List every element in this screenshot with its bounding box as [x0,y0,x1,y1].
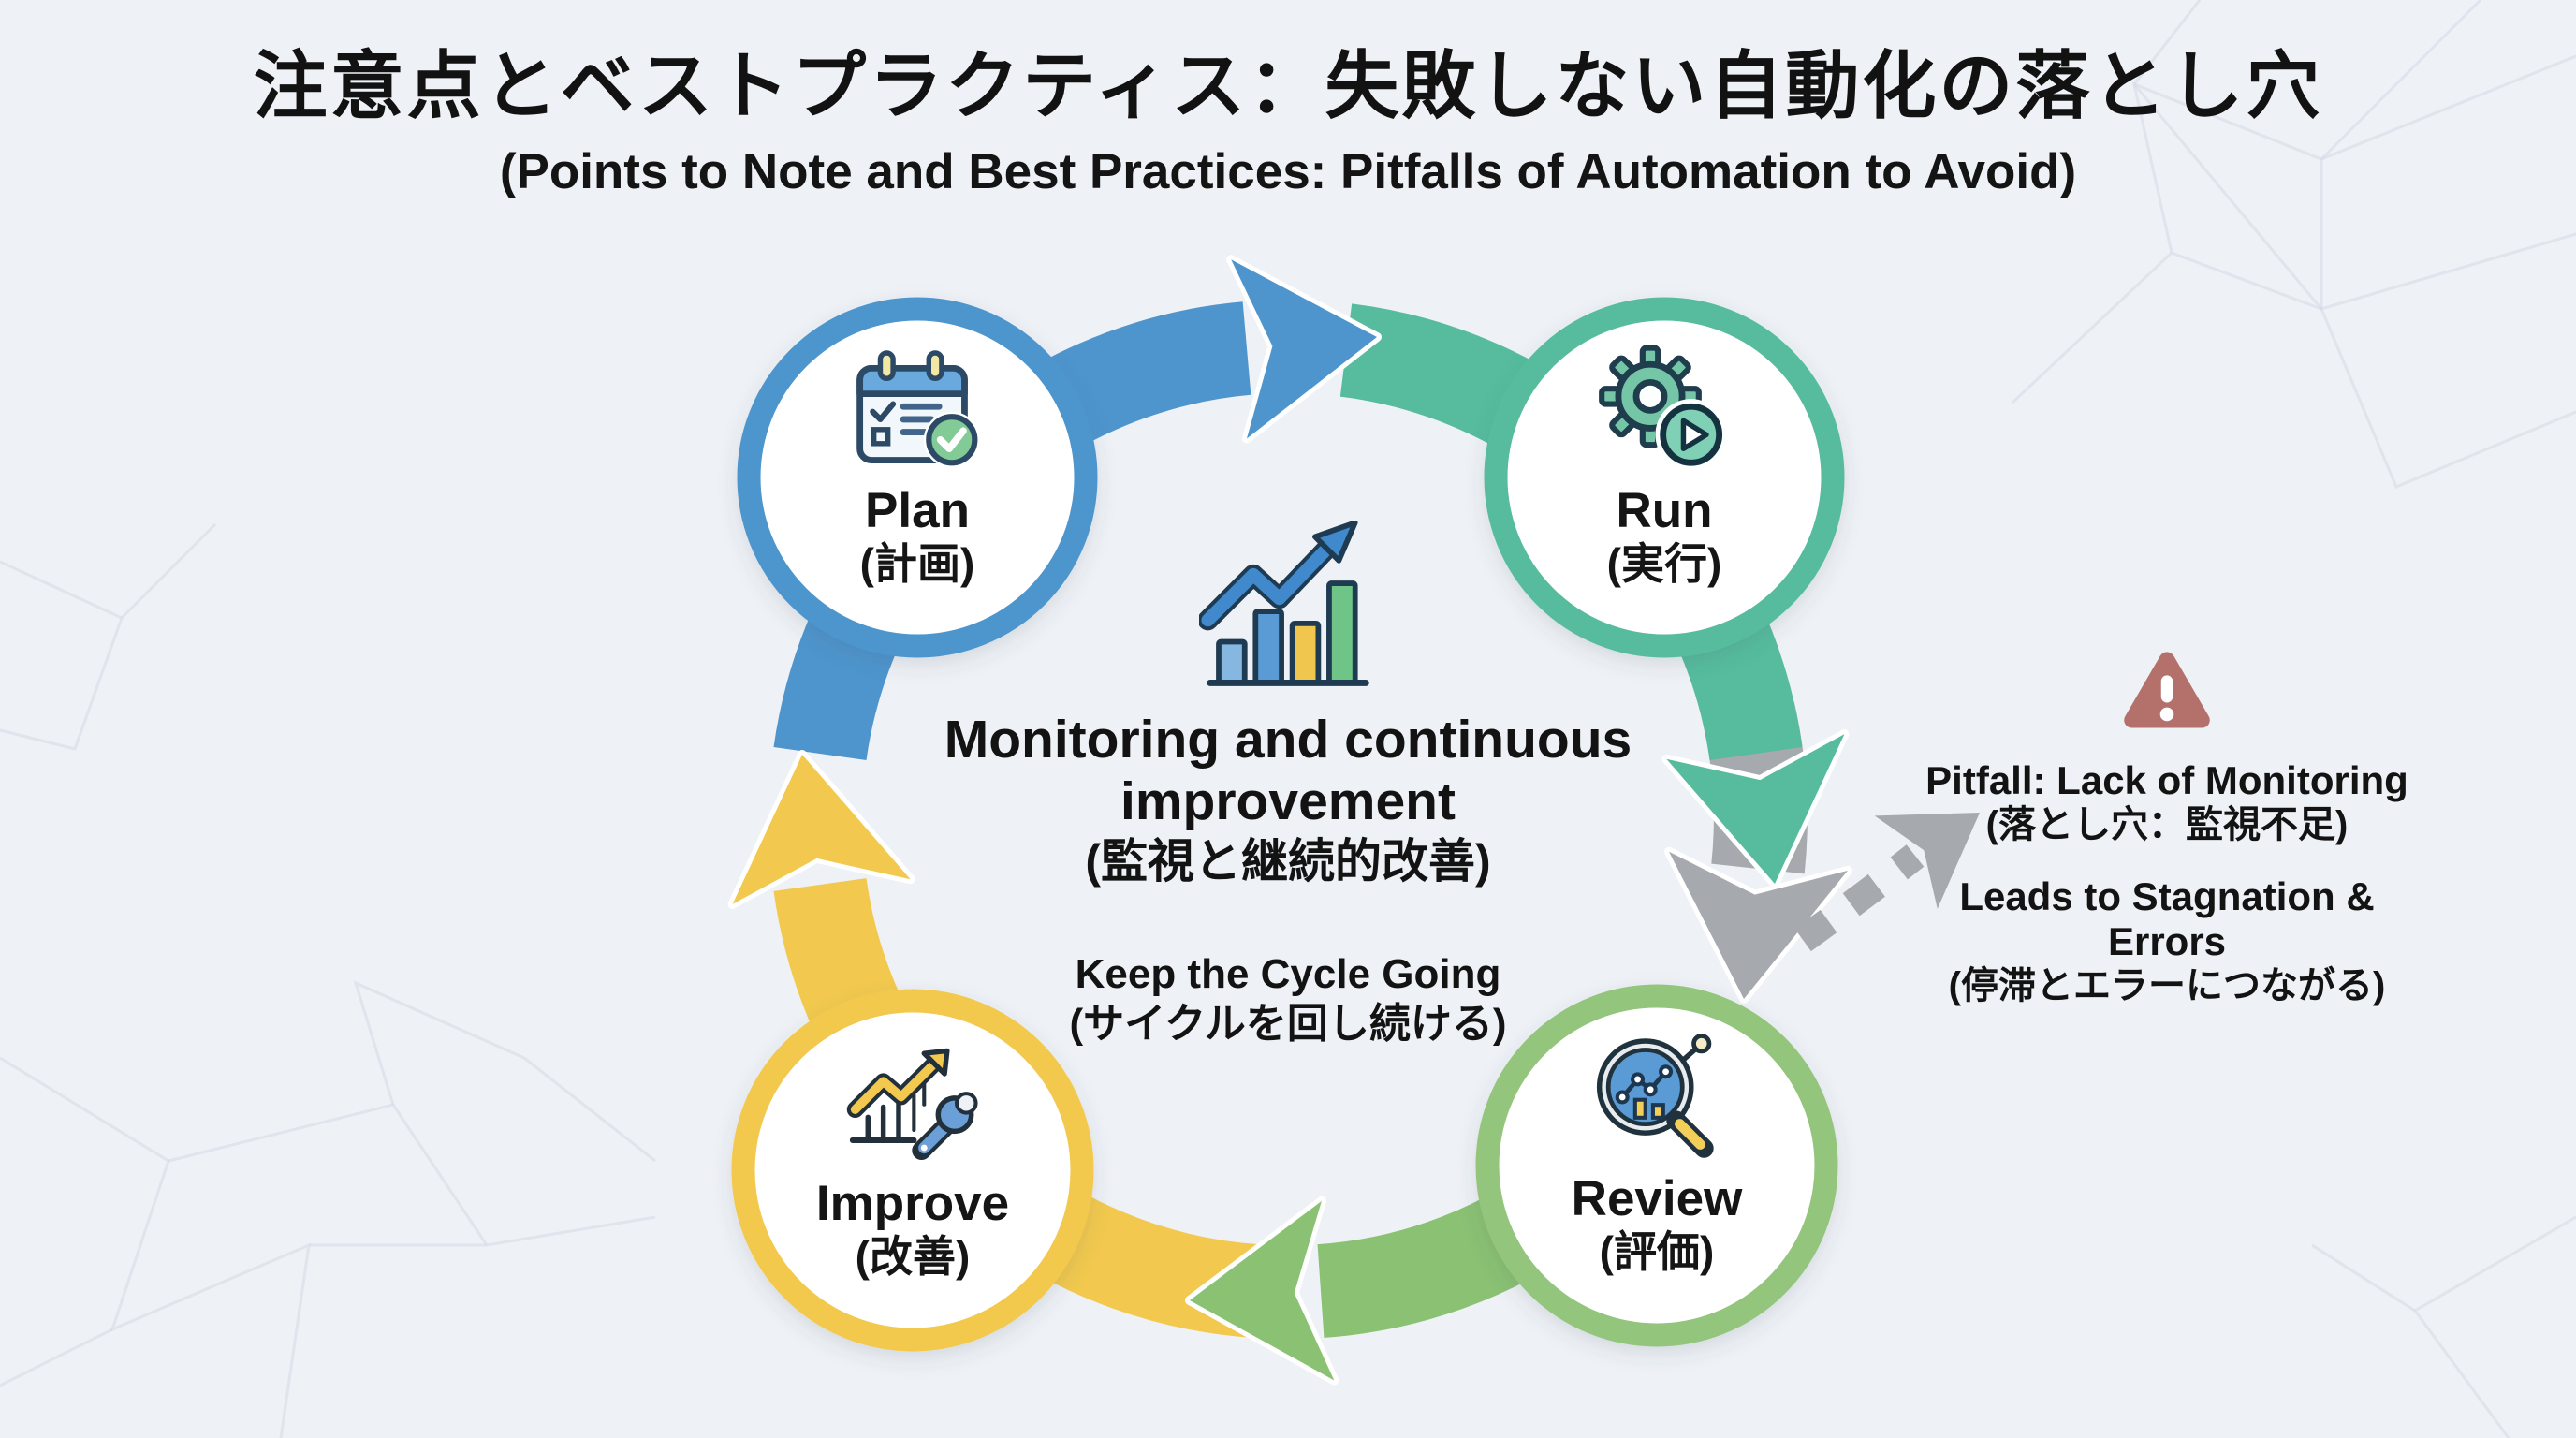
center-caption: Monitoring and continuous improvement (監… [820,521,1756,1049]
improve-node: Improve (改善) [754,1036,1072,1282]
arrowhead-improve-to-plan [727,750,915,909]
warning-icon [2124,652,2210,728]
review-node: Review (評価) [1498,1032,1816,1277]
pitfall-title-ja: (落とし穴：監視不足) [1985,804,2349,845]
pitfall-subtitle-ja: (停滞とエラーにつながる) [1948,965,2386,1006]
page-title: 注意点とベストプラクティス：失敗しない自動化の落とし穴 [253,44,2323,127]
arrowhead-run-to-review [1661,729,1850,888]
calendar-check-icon [856,350,980,468]
plan-label: Plan [865,483,970,538]
pitfall-dashed-arrow [1794,844,1925,952]
gear-play-icon [1599,345,1727,471]
center-heading-line2: improvement [1120,771,1456,831]
pitfall-subtitle: Leads to Stagnation & Errors [1959,874,2375,963]
growth-chart-icon [1199,521,1369,686]
run-label-ja: (実行) [1606,539,1722,588]
background-pattern-top-right [2011,0,2576,489]
plan-circle [737,297,1098,658]
center-subheading-ja: (サイクルを回し続ける) [1069,1001,1507,1047]
improve-label: Improve [815,1176,1010,1231]
review-label-ja: (評価) [1599,1227,1715,1276]
pitfall-title: Pitfall: Lack of Monitoring [1925,758,2408,802]
arrowhead-plan-to-run [1226,255,1382,444]
improve-circle [731,989,1094,1352]
pitfall-dashed-arrowhead [1874,813,1980,909]
review-circle [1475,984,1838,1347]
center-heading-ja: (監視と継続的改善) [1085,835,1491,888]
improve-label-ja: (改善) [855,1232,971,1281]
background-pattern-bottom-right [2311,1215,2576,1438]
plan-label-ja: (計画) [859,539,975,588]
run-label: Run [1616,483,1713,538]
plan-node: Plan (計画) [758,344,1076,589]
center-heading-line1: Monitoring and continuous [944,710,1632,770]
background-pattern-left [0,522,217,751]
magnifier-chart-icon [1596,1034,1714,1158]
page-subtitle: (Points to Note and Best Practices: Pitf… [499,144,2077,199]
pitfall-note: Pitfall: Lack of Monitoring (落とし穴：監視不足) … [1895,646,2438,1007]
background-pattern-bottom-left [0,980,656,1438]
chart-wrench-icon [846,1048,978,1161]
run-node: Run (実行) [1505,344,1823,589]
arrowhead-review-to-improve [1185,1196,1339,1386]
run-circle [1484,297,1845,658]
center-subheading: Keep the Cycle Going [1075,951,1501,997]
pitfall-branch-arrowhead [1663,846,1852,1004]
review-label: Review [1571,1171,1743,1226]
